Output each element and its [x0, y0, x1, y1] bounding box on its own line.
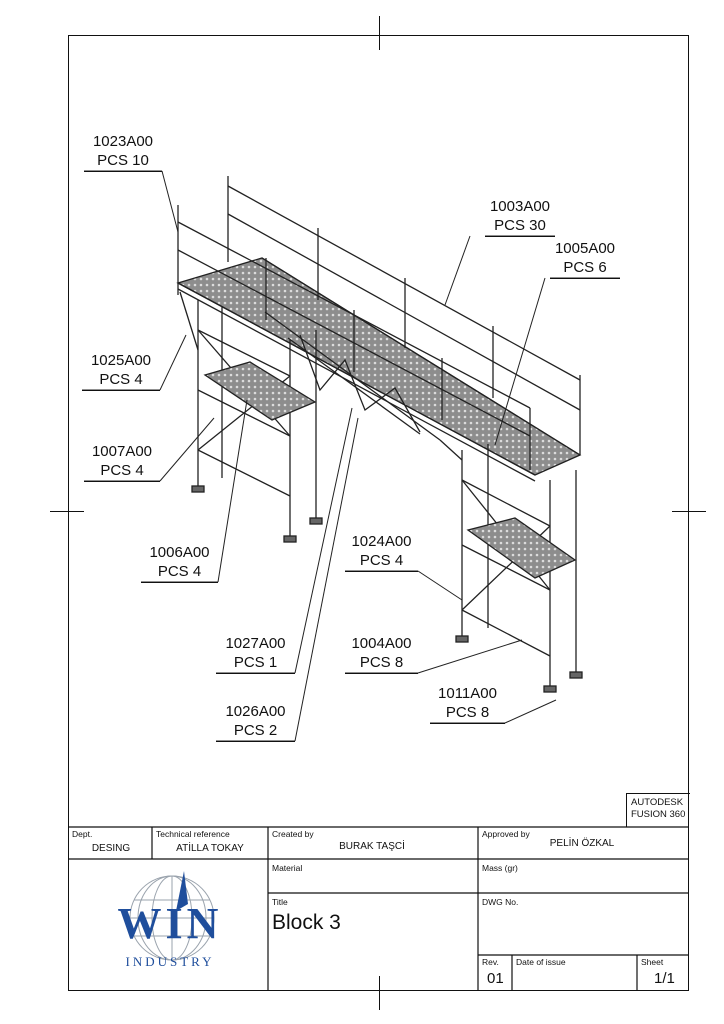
title-label: Title — [272, 897, 288, 907]
software-stamp: AUTODESK FUSION 360 — [626, 793, 690, 827]
crop-mark-left — [50, 511, 84, 512]
logo-sub: INDUSTRY — [125, 954, 215, 969]
logo-brand: WIN — [117, 899, 223, 948]
approved-label: Approved by — [482, 829, 530, 839]
sheet-value: 1/1 — [654, 970, 675, 987]
sheet-label: Sheet — [641, 957, 664, 967]
material-label: Material — [272, 863, 303, 873]
approved-value: PELİN ÖZKAL — [549, 838, 615, 849]
drawing-title: Block 3 — [272, 911, 341, 934]
crop-mark-right — [672, 511, 706, 512]
crop-mark-bottom — [379, 976, 380, 1010]
crop-mark-top — [379, 16, 380, 50]
rev-label: Rev. — [482, 957, 499, 967]
dept-label: Dept. — [72, 829, 93, 839]
date-label: Date of issue — [516, 957, 566, 967]
created-value: BURAK TAŞCİ — [339, 841, 405, 852]
drawing-frame — [68, 35, 689, 991]
mass-label: Mass (gr) — [482, 863, 518, 873]
globe-icon — [129, 871, 215, 961]
techref-label: Technical reference — [156, 829, 230, 839]
dwg-label: DWG No. — [482, 897, 519, 907]
rev-value: 01 — [487, 970, 504, 987]
techref-value: ATİLLA TOKAY — [176, 843, 244, 854]
created-label: Created by — [272, 829, 314, 839]
company-logo: WIN INDUSTRY — [100, 866, 240, 981]
dept-value: DESING — [91, 843, 131, 854]
